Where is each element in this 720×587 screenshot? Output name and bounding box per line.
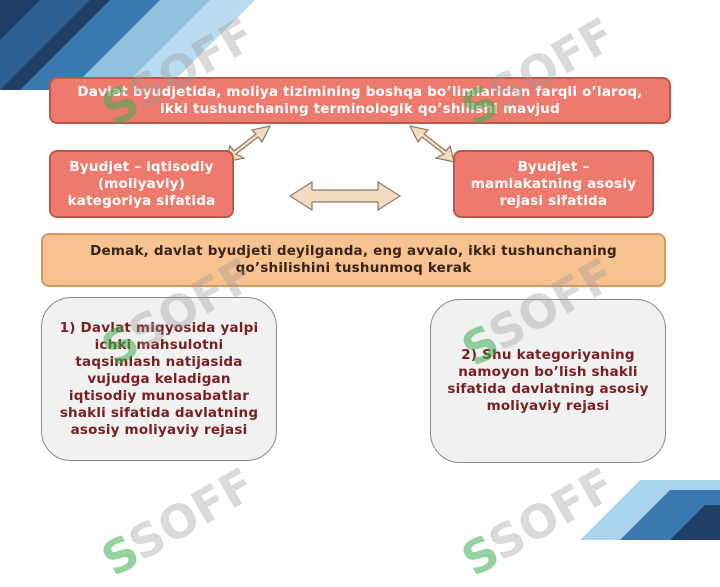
point-one-text: 1) Davlat miqyosida yalpi ichki mahsulot… bbox=[59, 319, 259, 438]
budget-plan-text: Byudjet – mamlakatning asosiy rejasi sif… bbox=[470, 158, 637, 209]
budget-economic-box: Byudjet – iqtisodiy (moliyaviy) kategori… bbox=[49, 150, 234, 218]
point-one-box: 1) Davlat miqyosida yalpi ichki mahsulot… bbox=[41, 297, 277, 461]
center-double-arrow bbox=[288, 180, 402, 212]
point-two-box: 2) Shu kategoriyaning namoyon bo’lish sh… bbox=[430, 299, 666, 463]
budget-plan-box: Byudjet – mamlakatning asosiy rejasi sif… bbox=[453, 150, 654, 218]
budget-economic-text: Byudjet – iqtisodiy (moliyaviy) kategori… bbox=[67, 158, 216, 209]
right-diagonal-arrow bbox=[408, 125, 455, 163]
bottom-right-decoration bbox=[580, 480, 720, 540]
conclusion-box: Demak, davlat byudjeti deyilganda, eng a… bbox=[41, 233, 666, 287]
top-left-decoration bbox=[0, 0, 255, 90]
top-statement-box: Davlat byudjetida, moliya tizimining bos… bbox=[49, 77, 671, 124]
conclusion-text: Demak, davlat byudjeti deyilganda, eng a… bbox=[90, 243, 617, 276]
top-statement-text: Davlat byudjetida, moliya tizimining bos… bbox=[77, 83, 643, 117]
point-two-text: 2) Shu kategoriyaning namoyon bo’lish sh… bbox=[447, 347, 649, 414]
